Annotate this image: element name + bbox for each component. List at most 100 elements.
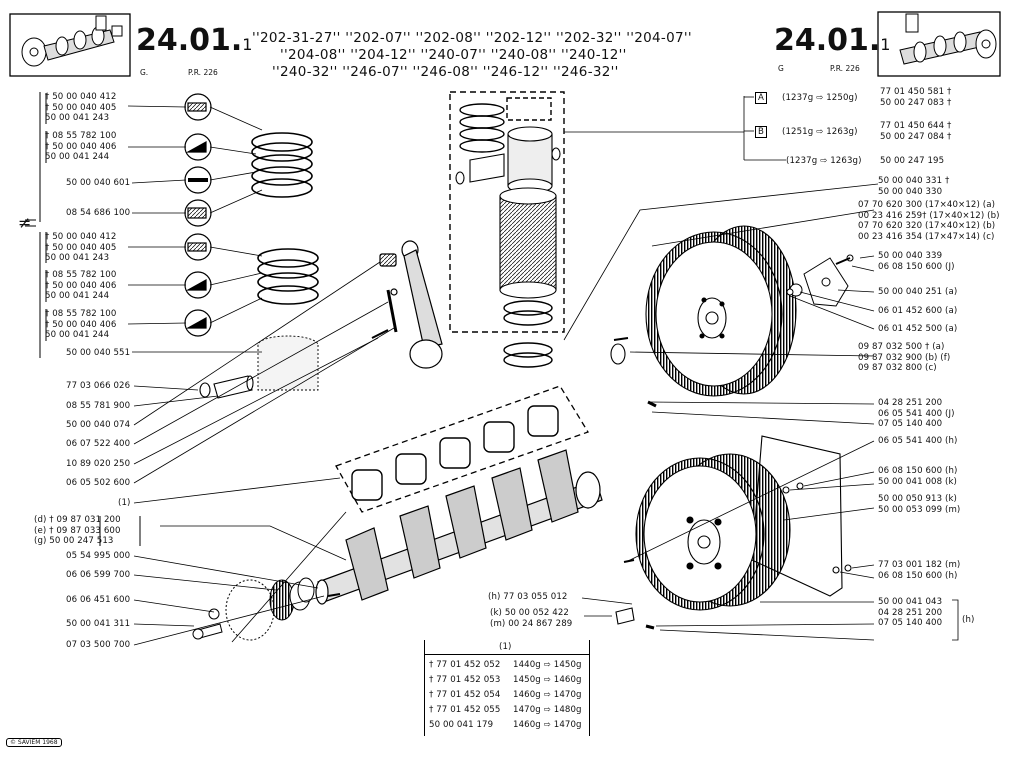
right-part-r14-line-1: (h) 77 03 055 012 — [488, 592, 568, 602]
left-part-l18-line-1: 06 06 599 700 — [66, 570, 131, 580]
left-part-l6-line-1: † 08 55 782 100 — [45, 270, 117, 280]
crankshaft — [315, 449, 603, 605]
left-part-l1-line-1: † 50 00 040 412 — [45, 92, 117, 102]
right-part-r9-line-1: 06 05 541 400 (h) — [878, 436, 958, 446]
piston-ring-stack-upper — [251, 132, 313, 198]
selector-b[interactable]: B — [755, 126, 767, 138]
liner-piston — [455, 126, 561, 299]
right-part-r6-line-1: 06 01 452 500 (a) — [878, 324, 958, 334]
bearing-part-number: 50 00 041 179 — [429, 720, 494, 730]
right-part-r1-line-1: 50 00 040 331 † — [878, 176, 950, 186]
connecting-rod — [371, 240, 443, 369]
left-part-l7-line-2: † 50 00 040 406 — [45, 319, 117, 330]
not-equal-symbol: ≠ — [18, 213, 32, 232]
pr-ref-right: P.R. 226 — [830, 64, 860, 73]
left-part-l5-line-2: † 50 00 040 405 — [45, 242, 117, 253]
right-part-r13-line-1: 50 00 041 043 — [878, 597, 943, 607]
liner-kit-box — [449, 91, 565, 333]
thumbnail-left — [9, 13, 131, 77]
left-part-l16-line-3: (g) 50 00 247 513 — [34, 536, 114, 546]
left-part-l7-line-1: † 08 55 782 100 — [45, 309, 117, 319]
left-part-l16-line-1: (d) † 09 87 031 200 — [34, 515, 121, 525]
selector-a[interactable]: A — [755, 92, 767, 104]
left-part-l4-line-1: 08 54 686 100 — [66, 208, 131, 218]
weight-class-box — [506, 97, 552, 121]
right-part-r10-line-2: 50 00 041 008 (k) — [878, 476, 957, 487]
left-part-l2-line-3: 50 00 041 244 — [45, 152, 110, 162]
parts-b-2: 50 00 247 084 † — [880, 132, 952, 142]
left-part-l5-line-1: † 50 00 040 412 — [45, 232, 117, 242]
timing-gear — [192, 577, 341, 641]
right-part-r1-line-2: 50 00 040 330 — [878, 186, 943, 197]
left-part-l20-line-1: 50 00 041 311 — [66, 619, 131, 629]
left-part-l7-line-3: 50 00 041 244 — [45, 330, 110, 340]
part-c: 50 00 247 195 — [880, 156, 945, 166]
pr-ref-left: P.R. 226 — [188, 68, 218, 77]
models-line-1: ''202-31-27'' ''202-07'' ''202-08'' ''20… — [252, 30, 692, 46]
page-code-left: 24.01.1 — [136, 26, 252, 60]
left-part-l16-line-2: (e) † 09 87 033 600 — [34, 525, 121, 536]
right-part-r2-line-4: 00 23 416 354 (17×47×14) (c) — [858, 231, 995, 242]
left-part-l2-line-1: † 08 55 782 100 — [45, 131, 117, 141]
left-part-l5-line-3: 50 00 041 243 — [45, 253, 110, 263]
flywheel-lower — [615, 435, 852, 630]
left-bracket-lines — [25, 92, 141, 546]
models-line-2: ''204-08'' ''204-12'' ''240-07'' ''240-0… — [280, 47, 627, 63]
right-part-r3-line-1: 50 00 040 339 — [878, 251, 943, 261]
right-part-r7-line-3: 09 87 032 800 (c) — [858, 363, 937, 373]
left-part-l17-line-1: 05 54 995 000 — [66, 551, 131, 561]
left-part-l1-line-3: 50 00 041 243 — [45, 113, 110, 123]
left-part-l6-line-3: 50 00 041 244 — [45, 291, 110, 301]
right-part-r2-line-1: 07 70 620 300 (17×40×12) (a) — [858, 200, 996, 210]
right-part-r13-line-2: 04 28 251 200 — [878, 607, 943, 618]
left-part-l15-line-1: (1) — [118, 498, 131, 508]
right-part-r15-line-1: (k) 50 00 052 422 — [490, 608, 569, 618]
parts-b-1: 77 01 450 644 † — [880, 121, 952, 131]
right-part-r4-line-1: 50 00 040 251 (a) — [878, 287, 958, 297]
left-part-l13-line-1: 10 89 020 250 — [66, 459, 131, 469]
bearing-weight-range: 1440g ⇨ 1450g — [513, 660, 582, 670]
right-part-r8-line-2: 06 05 541 400 (J) — [878, 408, 955, 419]
left-part-l6-line-2: † 50 00 040 406 — [45, 280, 117, 291]
bearing-weight-range: 1450g ⇨ 1460g — [513, 675, 582, 685]
range-a: (1237g ⇨ 1250g) — [782, 93, 858, 103]
leader-lines — [127, 96, 959, 646]
left-part-l1-line-2: † 50 00 040 405 — [45, 102, 117, 113]
copyright: © SAVIEM 1968 — [6, 738, 62, 747]
right-part-r3-line-2: 06 08 150 600 (J) — [878, 261, 955, 272]
left-part-l14-line-1: 06 05 502 600 — [66, 478, 131, 488]
left-part-l3-line-1: 50 00 040 601 — [66, 178, 131, 188]
liner-rings — [459, 103, 553, 368]
flywheel-flange — [786, 254, 854, 307]
bearing-weight-range: 1460g ⇨ 1470g — [513, 690, 582, 700]
left-part-l12-line-1: 06 07 522 400 — [66, 439, 131, 449]
group-letter-left: G. — [140, 68, 149, 77]
left-part-l10-line-1: 08 55 781 900 — [66, 401, 131, 411]
bearing-part-number: † 77 01 452 053 — [429, 675, 501, 685]
right-part-r2-line-3: 07 70 620 320 (17×40×12) (b) — [858, 221, 996, 231]
page-code-right: 24.01.1 — [774, 26, 890, 60]
right-part-r7-line-1: 09 87 032 500 † (a) — [858, 342, 945, 352]
group-letter-right: G — [778, 64, 784, 73]
right-part-r7-line-2: 09 87 032 900 (b) (f) — [858, 352, 951, 363]
bearing-part-number: † 77 01 452 055 — [429, 705, 501, 715]
page-code-right-sub: 1 — [880, 35, 891, 54]
piston-pin — [199, 375, 254, 399]
right-part-r13-line-3: 07 05 140 400 — [878, 618, 943, 628]
right-part-r8-line-3: 07 05 140 400 — [878, 419, 943, 429]
range-c: (1237g ⇨ 1263g) — [786, 156, 862, 166]
right-part-r11-line-1: 50 00 050 913 (k) — [878, 494, 957, 504]
right-part-r15-line-2: (m) 00 24 867 289 — [490, 618, 573, 629]
right-part-r11-line-2: 50 00 053 099 (m) — [878, 504, 961, 515]
range-b: (1251g ⇨ 1263g) — [782, 127, 858, 137]
right-group-h: (h) — [962, 615, 975, 625]
piston-ring-stack-lower — [257, 248, 319, 305]
bearing-weight-range: 1470g ⇨ 1480g — [513, 705, 582, 715]
flywheel-upper — [610, 225, 797, 408]
left-part-l21-line-1: 07 03 500 700 — [66, 640, 131, 650]
piston-outline — [257, 335, 319, 391]
left-part-l8-line-1: 50 00 040 551 — [66, 348, 131, 358]
page-code-left-main: 24.01. — [136, 23, 243, 58]
